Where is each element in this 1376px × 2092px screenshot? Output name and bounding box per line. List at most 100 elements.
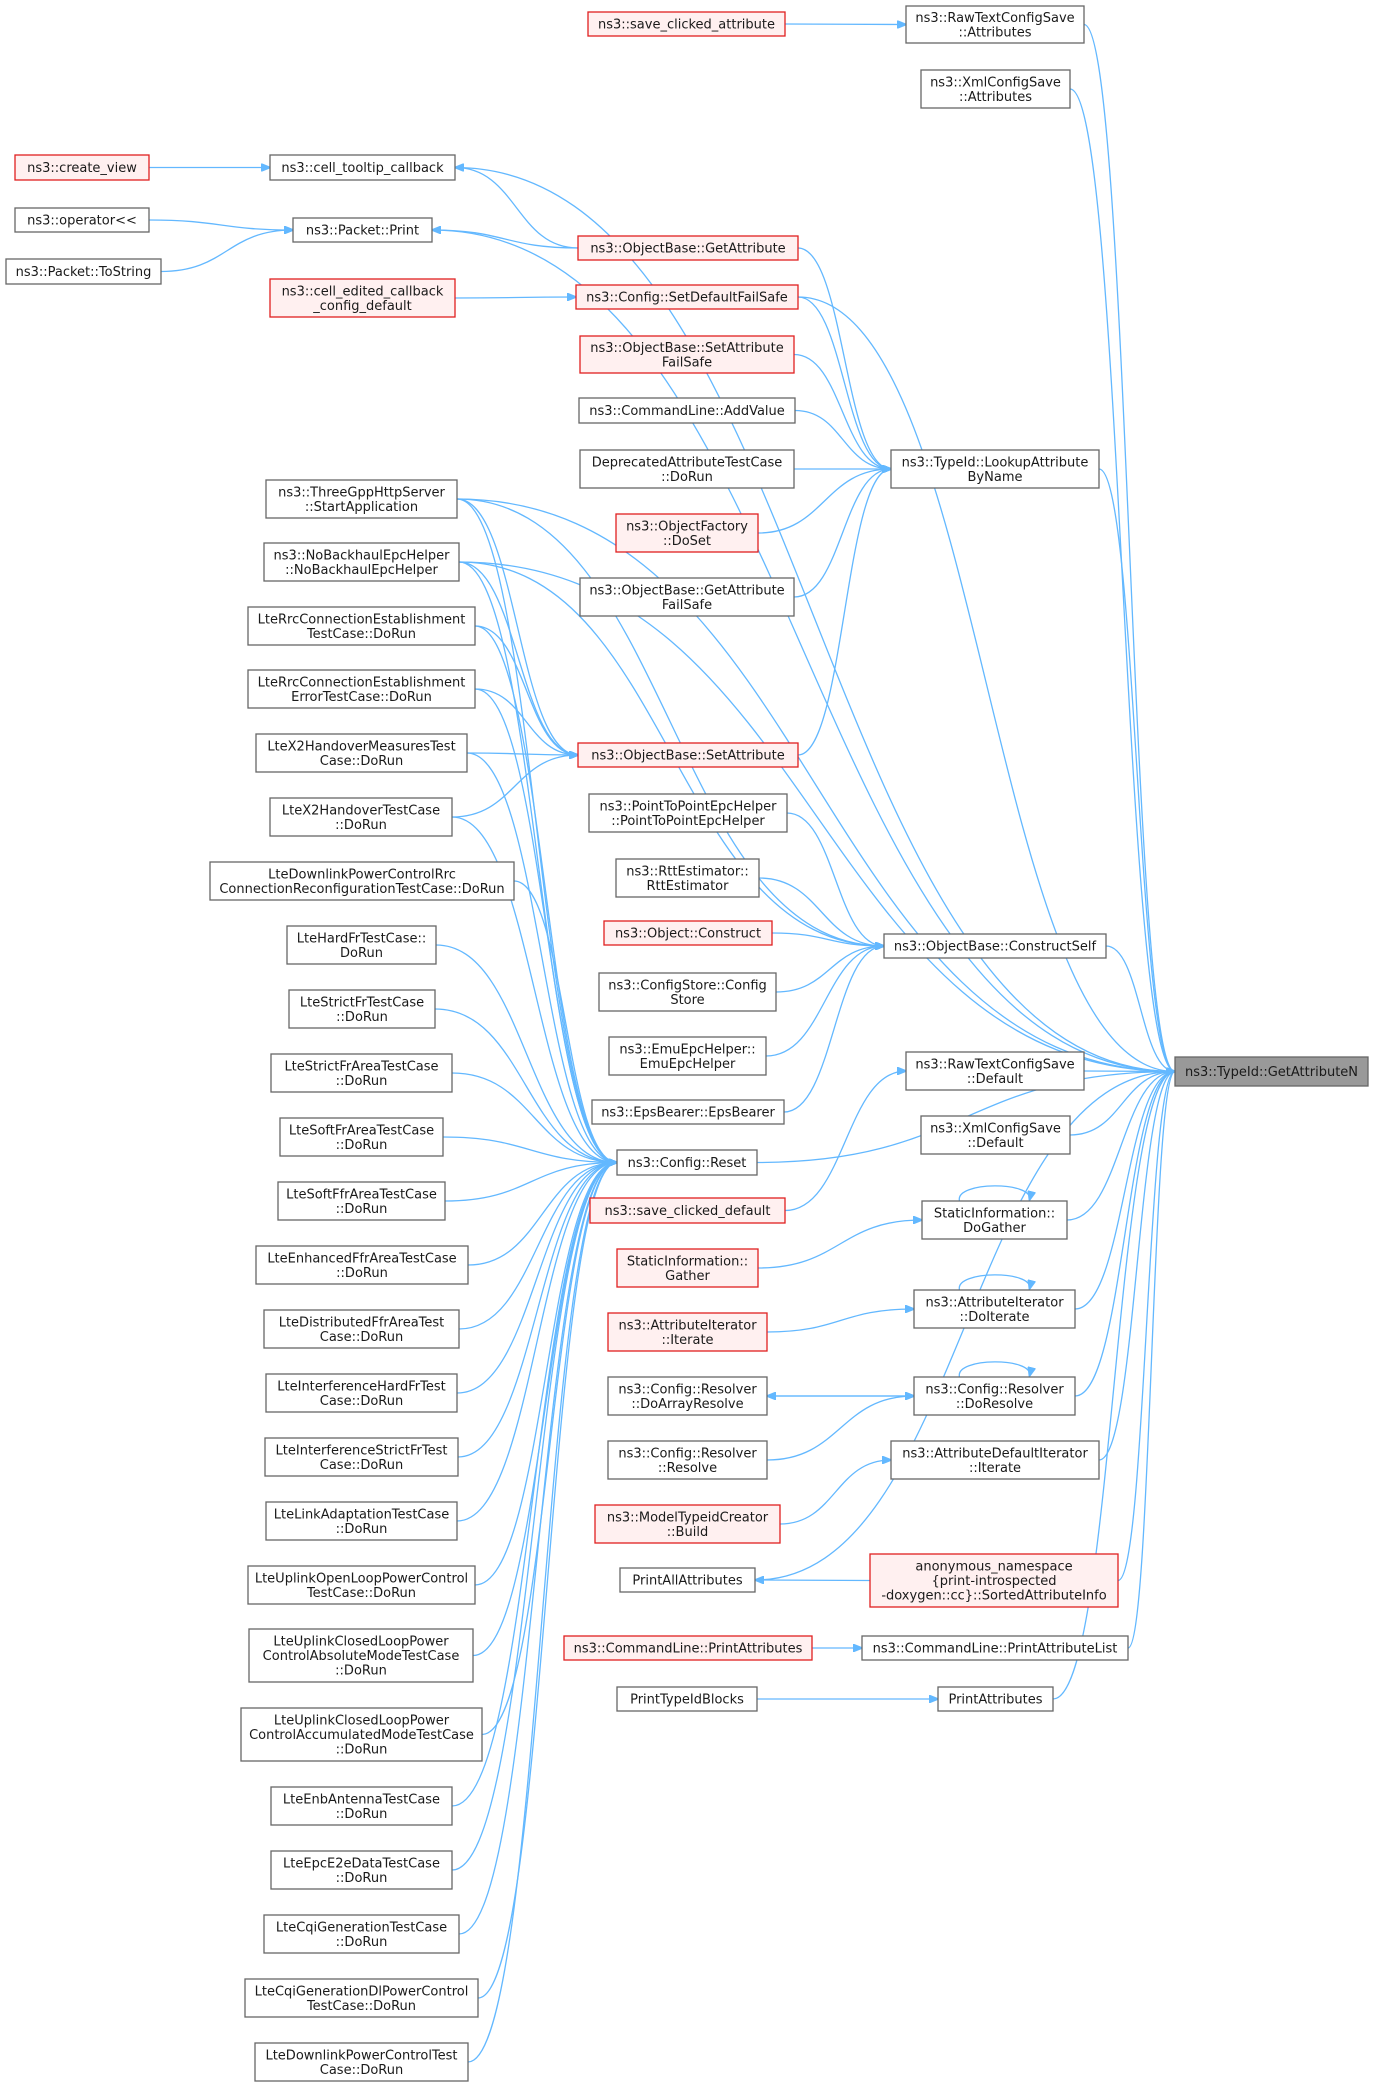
node-box[interactable]	[587, 11, 786, 37]
node-box[interactable]	[890, 1440, 1100, 1480]
node-box[interactable]	[616, 1149, 758, 1176]
node-box[interactable]	[269, 797, 453, 837]
node-lte-ul-closed-acc[interactable]: LteUplinkClosedLoopPowerControlAccumulat…	[240, 1707, 483, 1762]
node-box[interactable]	[594, 1504, 781, 1544]
node-box[interactable]	[263, 1309, 460, 1349]
node-packet-tostring[interactable]: ns3::Packet::ToString	[5, 258, 162, 285]
node-lte-cqi-gen[interactable]: LteCqiGenerationTestCase::DoRun	[263, 1914, 460, 1954]
node-box[interactable]	[883, 933, 1107, 959]
node-box[interactable]	[288, 989, 436, 1029]
node-box[interactable]	[563, 1635, 813, 1661]
node-lte-cqi-gen-dl[interactable]: LteCqiGenerationDlPowerControlTestCase::…	[244, 1978, 479, 2018]
node-box[interactable]	[603, 920, 773, 946]
node-lte-epc-e2e[interactable]: LteEpcE2eDataTestCase::DoRun	[270, 1850, 453, 1890]
node-box[interactable]	[619, 1567, 756, 1593]
node-box[interactable]	[861, 1635, 1129, 1661]
node-cfg-reset[interactable]: ns3::Config::Reset	[616, 1149, 758, 1176]
node-save-clicked-def[interactable]: ns3::save_clicked_default	[589, 1197, 786, 1224]
node-cfg-setdef[interactable]: ns3::Config::SetDefaultFailSafe	[575, 284, 799, 310]
node-box[interactable]	[577, 235, 799, 261]
node-box[interactable]	[265, 1373, 458, 1413]
node-box[interactable]	[920, 1115, 1071, 1155]
node-xml-default[interactable]: ns3::XmlConfigSave::Default	[920, 1115, 1071, 1155]
node-create-view[interactable]: ns3::create_view	[14, 154, 150, 181]
node-mtc-build[interactable]: ns3::ModelTypeidCreator::Build	[594, 1504, 781, 1544]
node-cell-tooltip[interactable]: ns3::cell_tooltip_callback	[269, 154, 456, 181]
node-lte-soft-fr-area[interactable]: LteSoftFrAreaTestCase::DoRun	[279, 1117, 444, 1157]
node-box[interactable]	[247, 1565, 476, 1605]
node-box[interactable]	[247, 669, 476, 709]
node-nobackhaul[interactable]: ns3::NoBackhaulEpcHelper::NoBackhaulEpcH…	[263, 542, 460, 582]
node-box[interactable]	[578, 397, 796, 424]
node-print-attributes[interactable]: PrintAttributes	[937, 1686, 1054, 1712]
node-box[interactable]	[244, 1978, 479, 2018]
node-box[interactable]	[577, 742, 799, 768]
node-box[interactable]	[255, 1245, 469, 1285]
node-box[interactable]	[264, 1437, 459, 1477]
node-anon-sorted[interactable]: anonymous_namespace{print-introspected-d…	[869, 1553, 1119, 1608]
node-adi-iterate[interactable]: ns3::AttributeDefaultIterator::Iterate	[890, 1440, 1100, 1480]
node-lte-ul-closed-abs[interactable]: LteUplinkClosedLoopPowerControlAbsoluteM…	[248, 1628, 474, 1683]
node-rtt[interactable]: ns3::RttEstimator::RttEstimator	[615, 858, 760, 898]
node-print-typeid-blocks[interactable]: PrintTypeIdBlocks	[616, 1686, 758, 1712]
node-lte-dl-pc-rrc[interactable]: LteDownlinkPowerControlRrcConnectionReco…	[209, 861, 515, 901]
node-box[interactable]	[265, 1501, 458, 1541]
node-box[interactable]	[616, 1248, 759, 1288]
node-box[interactable]	[292, 217, 433, 243]
node-box[interactable]	[248, 1628, 474, 1683]
node-box[interactable]	[607, 1440, 768, 1480]
node-box[interactable]	[247, 606, 476, 646]
node-lte-enh-ffr-area[interactable]: LteEnhancedFfrAreaTestCase::DoRun	[255, 1245, 469, 1285]
node-rtcs-default[interactable]: ns3::RawTextConfigSave::Default	[905, 1051, 1085, 1091]
node-ob-setattr[interactable]: ns3::ObjectBase::SetAttribute	[577, 742, 799, 768]
node-box[interactable]	[913, 1376, 1076, 1416]
node-box[interactable]	[905, 1051, 1085, 1091]
node-box[interactable]	[263, 542, 460, 582]
node-box[interactable]	[579, 449, 795, 489]
node-box[interactable]	[269, 278, 456, 318]
node-res-doarray[interactable]: ns3::Config::Resolver::DoArrayResolve	[607, 1376, 768, 1416]
node-box[interactable]	[615, 513, 759, 553]
node-lte-strict-fr-area[interactable]: LteStrictFrAreaTestCase::DoRun	[270, 1053, 453, 1093]
node-box[interactable]	[607, 1312, 768, 1352]
node-box[interactable]	[270, 1786, 453, 1826]
node-ai-iterate[interactable]: ns3::AttributeIterator::Iterate	[607, 1312, 768, 1352]
node-box[interactable]	[579, 335, 795, 374]
node-cl-printattrlist[interactable]: ns3::CommandLine::PrintAttributeList	[861, 1635, 1129, 1661]
node-emu-epc[interactable]: ns3::EmuEpcHelper::EmuEpcHelper	[608, 1036, 767, 1076]
node-box[interactable]	[263, 1914, 460, 1954]
node-box[interactable]	[277, 1181, 446, 1221]
node-box[interactable]	[270, 1053, 453, 1093]
node-box[interactable]	[607, 1376, 768, 1416]
node-lte-rrc-est-err[interactable]: LteRrcConnectionEstablishmentErrorTestCa…	[247, 669, 476, 709]
node-box[interactable]	[588, 793, 788, 833]
node-lte-x2-ho[interactable]: LteX2HandoverTestCase::DoRun	[269, 797, 453, 837]
node-box[interactable]	[1174, 1056, 1369, 1087]
node-si-dogather[interactable]: StaticInformation::DoGather	[921, 1200, 1068, 1240]
node-box[interactable]	[14, 207, 150, 233]
node-si-gather[interactable]: StaticInformation::Gather	[616, 1248, 759, 1288]
node-rtcs-attr[interactable]: ns3::RawTextConfigSave::Attributes	[905, 5, 1085, 44]
node-operator-ll[interactable]: ns3::operator<<	[14, 207, 150, 233]
node-box[interactable]	[598, 972, 777, 1012]
node-box[interactable]	[270, 1850, 453, 1890]
node-box[interactable]	[913, 1289, 1076, 1329]
node-box[interactable]	[265, 479, 458, 519]
node-ai-doiterate[interactable]: ns3::AttributeIterator::DoIterate	[913, 1289, 1076, 1329]
node-cell-edited[interactable]: ns3::cell_edited_callback_config_default	[269, 278, 456, 318]
node-box[interactable]	[254, 2042, 469, 2082]
node-lte-rrc-est[interactable]: LteRrcConnectionEstablishmentTestCase::D…	[247, 606, 476, 646]
node-p2p-epc[interactable]: ns3::PointToPointEpcHelper::PointToPoint…	[588, 793, 788, 833]
node-cl-addvalue[interactable]: ns3::CommandLine::AddValue	[578, 397, 796, 424]
node-box[interactable]	[589, 1197, 786, 1224]
node-res-resolve[interactable]: ns3::Config::Resolver::Resolve	[607, 1440, 768, 1480]
node-box[interactable]	[591, 1099, 785, 1125]
